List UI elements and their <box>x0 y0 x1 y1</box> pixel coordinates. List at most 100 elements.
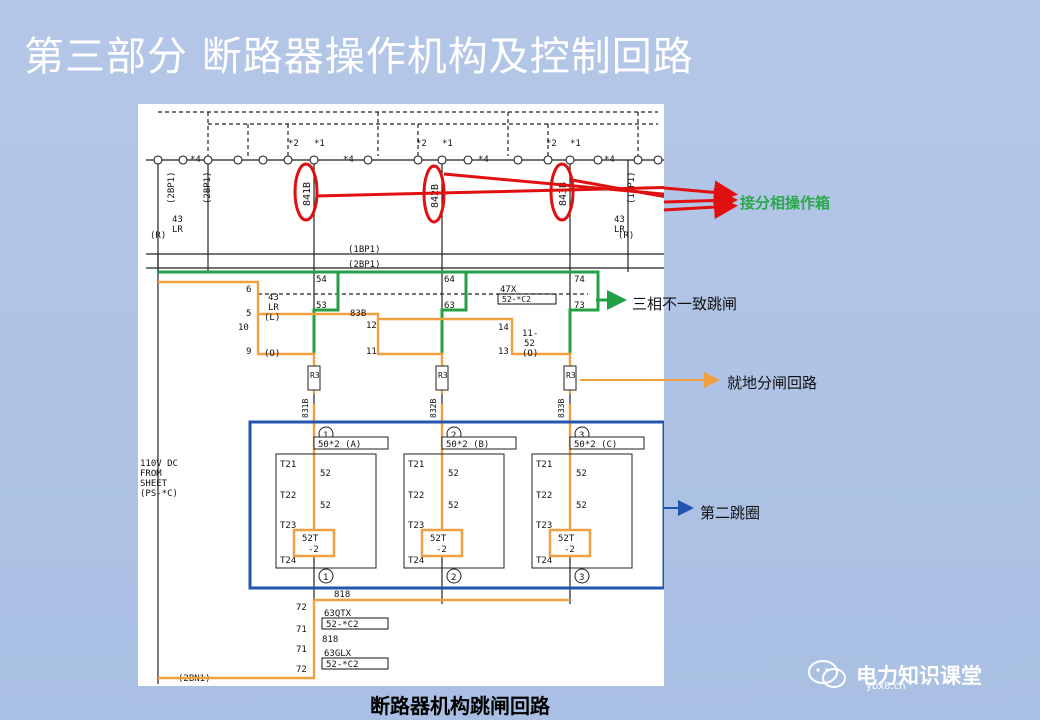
star-label: *2 <box>546 139 557 149</box>
contact-label: (L) <box>264 313 280 323</box>
terminal-label: T21 <box>280 460 296 470</box>
contact-52: 52 <box>576 469 587 479</box>
orange-contact-labels: 83B 12 11 14 13 11- 52 (O) <box>350 309 538 359</box>
contact-label: 53 <box>316 301 327 311</box>
wire-label: 831B <box>301 399 310 418</box>
bus-label: (2BP1) <box>203 171 213 204</box>
relay-name: 63GLX <box>324 649 352 659</box>
contact-label: 74 <box>574 275 585 285</box>
relay-number: 71 <box>296 645 307 655</box>
contact-label: 10 <box>238 323 249 333</box>
watermark-site: ybx8.cn <box>866 681 906 692</box>
terminal-label: T24 <box>536 556 552 566</box>
terminal-label: T23 <box>408 521 424 531</box>
terminal-label: T22 <box>408 491 424 501</box>
relay-label: LR <box>614 225 625 235</box>
coil-label: 52T <box>302 534 319 544</box>
figure-caption: 断路器机构跳闸回路 <box>370 694 550 718</box>
watermark-text: 电力知识课堂 <box>856 664 982 688</box>
trip-circuit-schematic: *2 *1 *2 *1 *2 *1 *4 *4 *4 *4 (2BP1) (2B… <box>138 104 729 686</box>
circle-number: 2 <box>451 573 456 583</box>
relay-number: 72 <box>296 603 307 613</box>
fuse-label: R3 <box>566 371 576 380</box>
terminal-label: T22 <box>536 491 552 501</box>
star-label: *1 <box>442 139 453 149</box>
relay-label: (R) <box>150 231 166 241</box>
contact-label: 83B <box>350 309 366 319</box>
contact-label: LR <box>268 303 279 313</box>
relay-47x-ref: 52-*C2 <box>502 295 531 304</box>
slide-title: 第三部分 断路器操作机构及控制回路 <box>24 34 694 80</box>
terminal-label: 842B <box>430 184 441 208</box>
contact-label: 54 <box>316 275 327 285</box>
pole-number: 3 <box>579 431 584 441</box>
relay-number: 71 <box>296 625 307 635</box>
coil-label: -2 <box>564 545 575 555</box>
wire-label: 833B <box>557 399 566 418</box>
star-label: *2 <box>288 139 299 149</box>
fuse-label: R3 <box>438 371 448 380</box>
terminal-label: T22 <box>280 491 296 501</box>
contact-label: 14 <box>498 323 509 333</box>
terminal-label: T24 <box>280 556 296 566</box>
relay-label: (R) <box>618 231 634 241</box>
contact-label: 11- <box>522 329 538 339</box>
star-label: *4 <box>343 155 354 165</box>
star-label: *2 <box>416 139 427 149</box>
terminal-marker-843b <box>549 162 575 222</box>
relay-label: LR <box>172 225 183 235</box>
terminal-label: 841B <box>302 182 313 206</box>
coil-label: 52T <box>558 534 575 544</box>
contact-label: 9 <box>246 347 251 357</box>
pole-number: 2 <box>451 431 456 441</box>
arrow-operating-box <box>663 195 738 220</box>
terminal-label: T24 <box>408 556 424 566</box>
pole-b: 2 50*2 (B) T21 T22 T23 T24 52 52 52T -2 <box>403 426 517 569</box>
star-label: *1 <box>570 139 581 149</box>
star-label: *1 <box>314 139 325 149</box>
local-trip-note: 就地分闸回路 <box>727 374 818 392</box>
contact-label: (O) <box>522 349 538 359</box>
relay-ref: 52-*C2 <box>326 620 359 630</box>
bottom-relays: 818 72 63QTX 52-*C2 71 818 71 63GLX 52-*… <box>296 590 389 675</box>
bottom-circles: 1 2 3 <box>318 568 590 584</box>
pole-number: 1 <box>323 431 328 441</box>
supply-line: SHEET <box>140 479 168 489</box>
bus-label: (1BP1) <box>348 245 381 255</box>
contact-label: 12 <box>366 321 377 331</box>
relay-label: 43 <box>172 215 183 225</box>
pole-name: 50*2 (B) <box>446 440 489 450</box>
pole-c: 3 50*2 (C) T21 T22 T23 T24 52 52 52T -2 <box>531 426 645 569</box>
contact-label: 6 <box>246 285 251 295</box>
wire-label: 818 <box>322 635 338 645</box>
pole-a: 1 50*2 (A) T21 T22 T23 T24 52 52 52T -2 <box>275 426 389 569</box>
operating-box-note: 接分相操作箱 <box>740 194 831 212</box>
relay-ref: 52-*C2 <box>326 660 359 670</box>
terminal-label: T21 <box>536 460 552 470</box>
star-label: *4 <box>190 155 201 165</box>
circle-number: 1 <box>323 573 328 583</box>
contact-label: 63 <box>444 301 455 311</box>
supply-line: (PS-*C) <box>140 489 178 499</box>
contact-52: 52 <box>320 501 331 511</box>
terminal-marker-841b <box>293 162 319 222</box>
second-trip-coil-region: 110V DC FROM SHEET (PS-*C) 1 50*2 (A) T2… <box>140 420 666 590</box>
coil-label: -2 <box>308 545 319 555</box>
contact-label: 13 <box>498 347 509 357</box>
contact-label: 11 <box>366 347 377 357</box>
terminal-label: 843B <box>558 182 569 206</box>
supply-line: FROM <box>140 469 162 479</box>
wire-label: 818 <box>334 590 350 600</box>
contact-label: (O) <box>264 349 280 359</box>
star-label: *4 <box>604 155 615 165</box>
relay-number: 72 <box>296 665 307 675</box>
watermark: 电力知识课堂 ybx8.cn <box>806 656 1016 696</box>
fuses: R3 R3 R3 831B 832B 833B <box>301 365 577 418</box>
wechat-icon <box>808 660 846 688</box>
star-labels: *2 *1 *2 *1 *2 *1 *4 *4 *4 *4 <box>190 139 615 165</box>
pole-name: 50*2 (A) <box>318 440 361 450</box>
supply-line: 110V DC <box>140 459 178 469</box>
contact-52: 52 <box>576 501 587 511</box>
contact-label: 52 <box>524 339 535 349</box>
